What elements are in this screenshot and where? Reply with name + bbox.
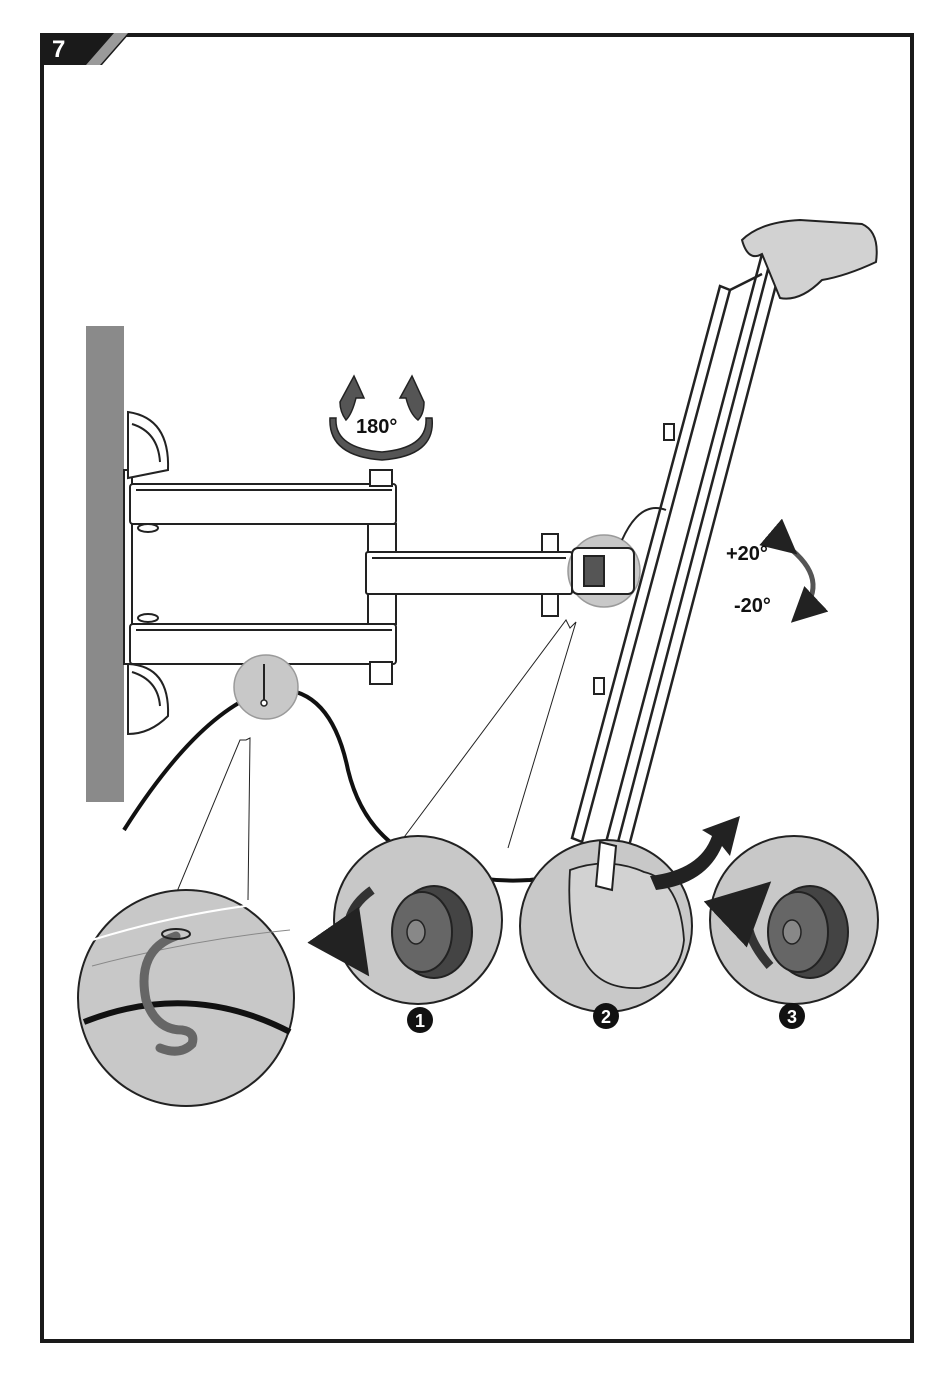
middle-arm [366, 524, 572, 624]
tilt-down-label: -20° [734, 595, 771, 617]
wall [86, 326, 124, 802]
tilt-arrow-icon [792, 550, 813, 618]
tilt-up-label: +20° [726, 543, 768, 565]
step-2-adjust-tilt: 2 [520, 840, 692, 1029]
step-3-badge: 3 [787, 1007, 797, 1027]
tilt-head [572, 548, 634, 594]
cable-hook-callout [234, 655, 298, 719]
upper-arm [130, 470, 396, 532]
swivel-angle-label: 180° [356, 416, 397, 438]
step-3-tighten-knob: 3 [710, 836, 878, 1029]
cable [124, 689, 582, 880]
cable-hook-detail [78, 890, 294, 1106]
step-2-badge: 2 [601, 1007, 611, 1027]
step-1-loosen-knob: 1 [334, 836, 502, 1033]
step-1-badge: 1 [415, 1011, 425, 1031]
wall-plate [124, 412, 168, 734]
